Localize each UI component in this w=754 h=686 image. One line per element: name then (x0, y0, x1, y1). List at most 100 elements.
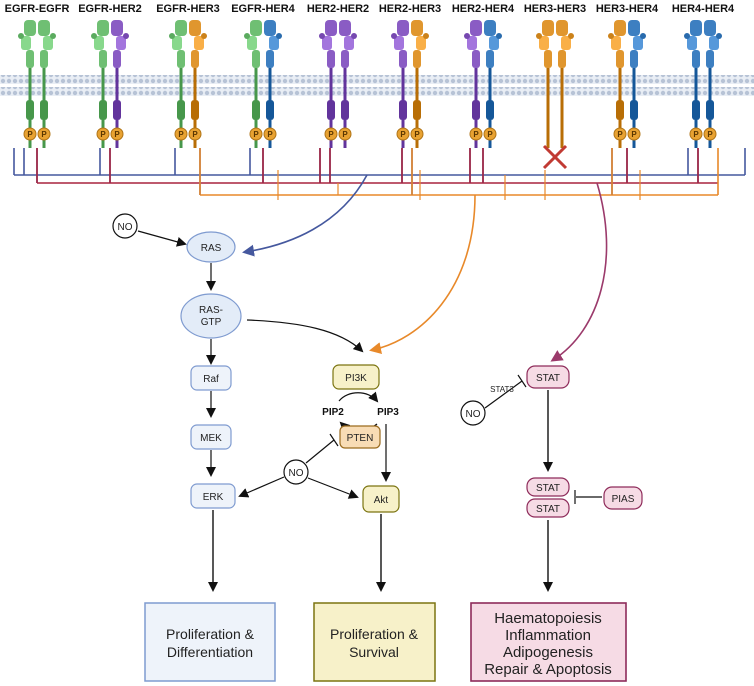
outcome-stat-line2: Inflammation (505, 627, 591, 644)
phospho-circle (410, 127, 424, 141)
receptor-stalk (415, 68, 419, 100)
phospho-circle (689, 127, 703, 141)
ligand-dot (276, 33, 282, 39)
stat-pathway: STAT NO STAT3 STAT STAT PIAS Haematopoie… (460, 365, 643, 682)
ligand-dot (423, 33, 429, 39)
phospho-circle (613, 127, 627, 141)
phospho-label: P (41, 130, 47, 139)
dimer-connectors (13, 148, 746, 200)
receptor-domain-top (614, 20, 626, 36)
receptor-domain-top (24, 20, 36, 36)
phospho-circle (96, 127, 110, 141)
receptor-stalk (28, 68, 32, 100)
receptor-stalk (343, 68, 347, 100)
no-circle-pi3k (283, 459, 309, 485)
outcome-pi3k-line2: Survival (349, 644, 399, 660)
ligand-dot (536, 33, 542, 39)
receptor-domain-top (175, 20, 187, 36)
stat-dimer-bottom (526, 498, 570, 518)
receptor-stalk (618, 68, 622, 100)
receptor-domain-low (341, 50, 349, 68)
phospho-circle (110, 127, 124, 141)
receptor-stalk (193, 68, 197, 100)
kinase-domain (99, 100, 107, 120)
phospho-label: P (487, 130, 493, 139)
receptor-domain-mid (611, 36, 621, 50)
phospho-circle (324, 127, 338, 141)
phospho-circle (627, 127, 641, 141)
phospho-label: P (328, 130, 334, 139)
phospho-label: P (693, 130, 699, 139)
receptor-stalk (488, 68, 492, 100)
dimer-label: HER3-HER4 (596, 3, 659, 15)
ligand-dot (391, 33, 397, 39)
ligand-dot (351, 33, 357, 39)
receptor-domain-low (399, 50, 407, 68)
kinase-domain (472, 100, 480, 120)
receptor-domain-mid (539, 36, 549, 50)
receptor-domain-low (99, 50, 107, 68)
receptor-stalk (115, 68, 119, 100)
no-label-pi3k: NO (289, 468, 304, 479)
receptor-domain-top (628, 20, 640, 36)
phospho-label: P (707, 130, 713, 139)
kinase-domain (252, 100, 260, 120)
receptor-domain-mid (269, 36, 279, 50)
phospho-label: P (114, 130, 120, 139)
ligand-dot (464, 33, 470, 39)
stat-label: STAT (536, 373, 560, 384)
kinase-domain (113, 100, 121, 120)
ligand-dot (244, 33, 250, 39)
receptor-domain-low (26, 50, 34, 68)
kinase-domain (26, 100, 34, 120)
outcome-mapk-box (144, 602, 276, 682)
outcome-pi3k-line1: Proliferation & (330, 626, 419, 642)
raf-node (190, 365, 232, 391)
receptor-domain-mid (43, 36, 53, 50)
kinase-domain (191, 100, 199, 120)
receptor-domain-low (113, 50, 121, 68)
erk-node (190, 483, 236, 509)
ligand-dot (50, 33, 56, 39)
phospho-label: P (342, 130, 348, 139)
mek-label: MEK (200, 433, 222, 444)
receptor-domain-low (266, 50, 274, 68)
raf-label: Raf (203, 374, 219, 385)
receptor-domain-top (189, 20, 201, 36)
stat-node (526, 365, 570, 389)
receptor-domain-top (690, 20, 702, 36)
pias-label: PIAS (612, 494, 635, 505)
receptor-domain-top (97, 20, 109, 36)
no-label-stat: NO (466, 409, 481, 420)
kinase-domain (266, 100, 274, 120)
receptor-domain-top (484, 20, 496, 36)
receptor-domain-mid (709, 36, 719, 50)
receptor-domain-low (706, 50, 714, 68)
stat3-label: STAT3 (490, 385, 514, 394)
receptor-stalk (254, 68, 258, 100)
receptor-stalk (101, 68, 105, 100)
receptor-domain-low (472, 50, 480, 68)
receptor-stalk (268, 68, 272, 100)
kinase-domain (706, 100, 714, 120)
outcome-stat-box (470, 602, 627, 682)
phospho-circle (263, 127, 277, 141)
receptor-stalk (401, 68, 405, 100)
phospho-label: P (253, 130, 259, 139)
outcome-mapk-line2: Differentiation (167, 644, 253, 660)
receptor-domain-low (252, 50, 260, 68)
no-circle-mapk (112, 213, 138, 239)
receptor-domain-top (339, 20, 351, 36)
akt-label: Akt (374, 495, 389, 506)
ligand-dot (91, 33, 97, 39)
phospho-circle (23, 127, 37, 141)
pip3-label: PIP3 (377, 407, 399, 418)
kinase-domain (40, 100, 48, 120)
phospho-circle (249, 127, 263, 141)
kinase-domain (616, 100, 624, 120)
receptor-stalk (694, 68, 698, 100)
